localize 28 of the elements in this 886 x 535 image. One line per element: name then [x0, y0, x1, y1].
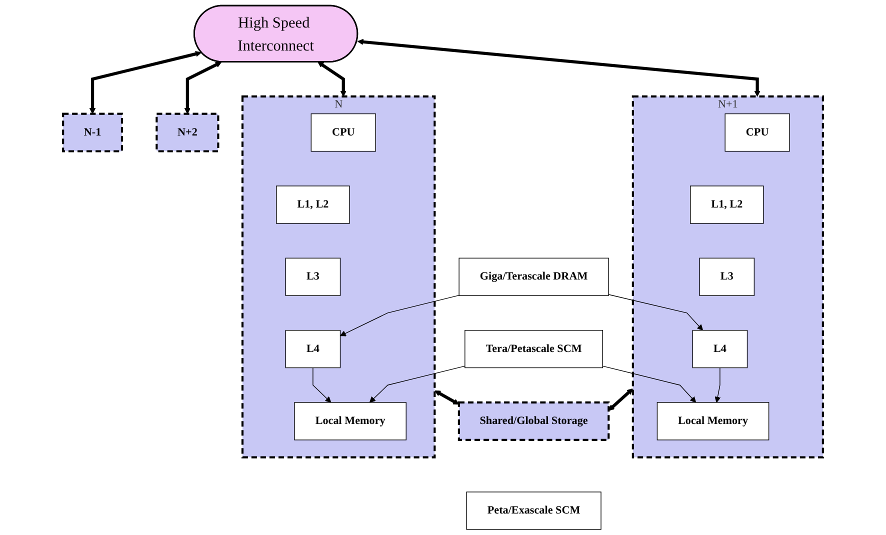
- arrow: [340, 294, 460, 336]
- node-box: N-1: [62, 112, 124, 152]
- node-box: L3: [285, 258, 341, 296]
- arrow: [369, 366, 466, 403]
- node-box: Peta/Exascale SCM: [466, 492, 602, 530]
- node-box: L1, L2: [276, 186, 350, 224]
- node-box: CPU: [310, 113, 376, 152]
- node-box: Tera/Petascale SCM: [464, 330, 603, 368]
- arrow: [89, 50, 202, 114]
- arrow: [714, 367, 721, 403]
- arrow: [184, 62, 222, 114]
- arrow: [318, 62, 346, 97]
- node-box: L1, L2: [690, 186, 764, 224]
- node-box: Local Memory: [294, 402, 406, 440]
- node-box: L4: [285, 330, 341, 368]
- node-box: Shared/Global Storage: [458, 401, 610, 441]
- node-box: Giga/Terascale DRAM: [458, 258, 609, 296]
- node-box: L3: [699, 258, 755, 296]
- arrow: [312, 367, 332, 403]
- node-box: Local Memory: [656, 402, 770, 440]
- node-box: N+2: [156, 112, 220, 152]
- arrow: [608, 294, 704, 331]
- node-box: L4: [692, 330, 748, 368]
- arrow: [357, 38, 760, 97]
- arrow: [608, 388, 633, 411]
- arrow: [602, 366, 696, 403]
- node-box: CPU: [724, 113, 790, 152]
- arrow: [434, 390, 460, 405]
